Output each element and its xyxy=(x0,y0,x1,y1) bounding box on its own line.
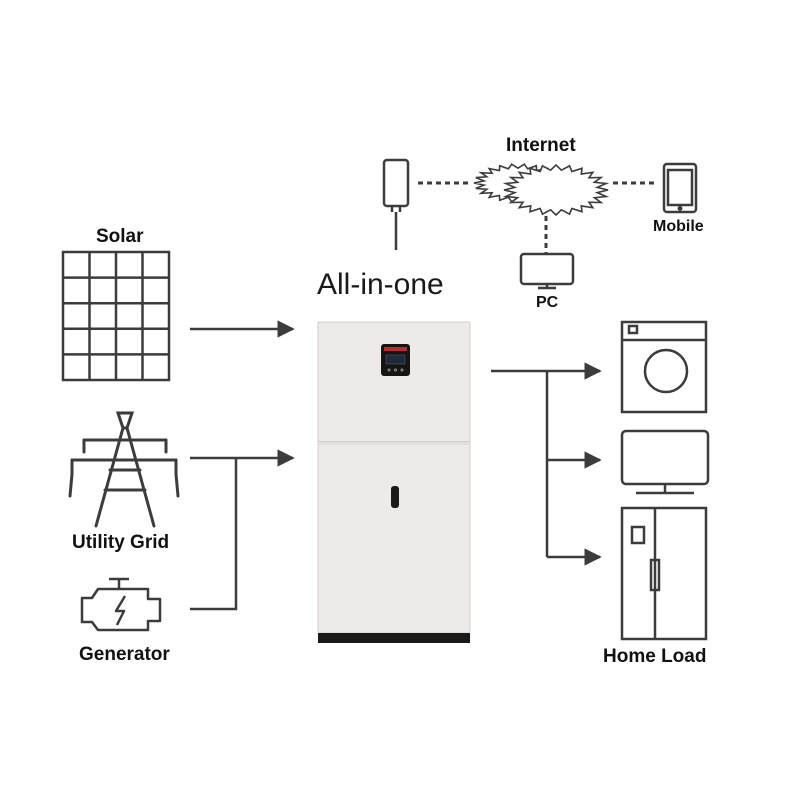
battery-indicator-slot xyxy=(391,486,399,508)
home-load-label: Home Load xyxy=(603,646,707,667)
generator-connector xyxy=(190,458,238,611)
generator-icon xyxy=(80,577,162,632)
device-phone-icon xyxy=(382,158,410,250)
solar-label: Solar xyxy=(96,226,144,247)
pc-monitor-icon xyxy=(519,252,575,290)
home-load-connectors xyxy=(491,362,602,566)
mobile-tablet-icon xyxy=(662,162,698,214)
internet-label: Internet xyxy=(506,135,576,156)
refrigerator-icon xyxy=(620,506,708,641)
mobile-label: Mobile xyxy=(653,218,704,235)
utility-grid-pylon-icon xyxy=(68,411,180,528)
pc-label: PC xyxy=(536,294,559,311)
internet-cloud-icon xyxy=(473,163,610,217)
all-in-one-title: All-in-one xyxy=(317,268,444,301)
generator-label: Generator xyxy=(79,644,170,665)
all-in-one-cabinet xyxy=(317,321,471,643)
utility-grid-label: Utility Grid xyxy=(72,532,170,553)
television-icon xyxy=(620,429,710,495)
solar-panel-icon xyxy=(61,250,171,382)
washing-machine-icon xyxy=(620,320,708,414)
